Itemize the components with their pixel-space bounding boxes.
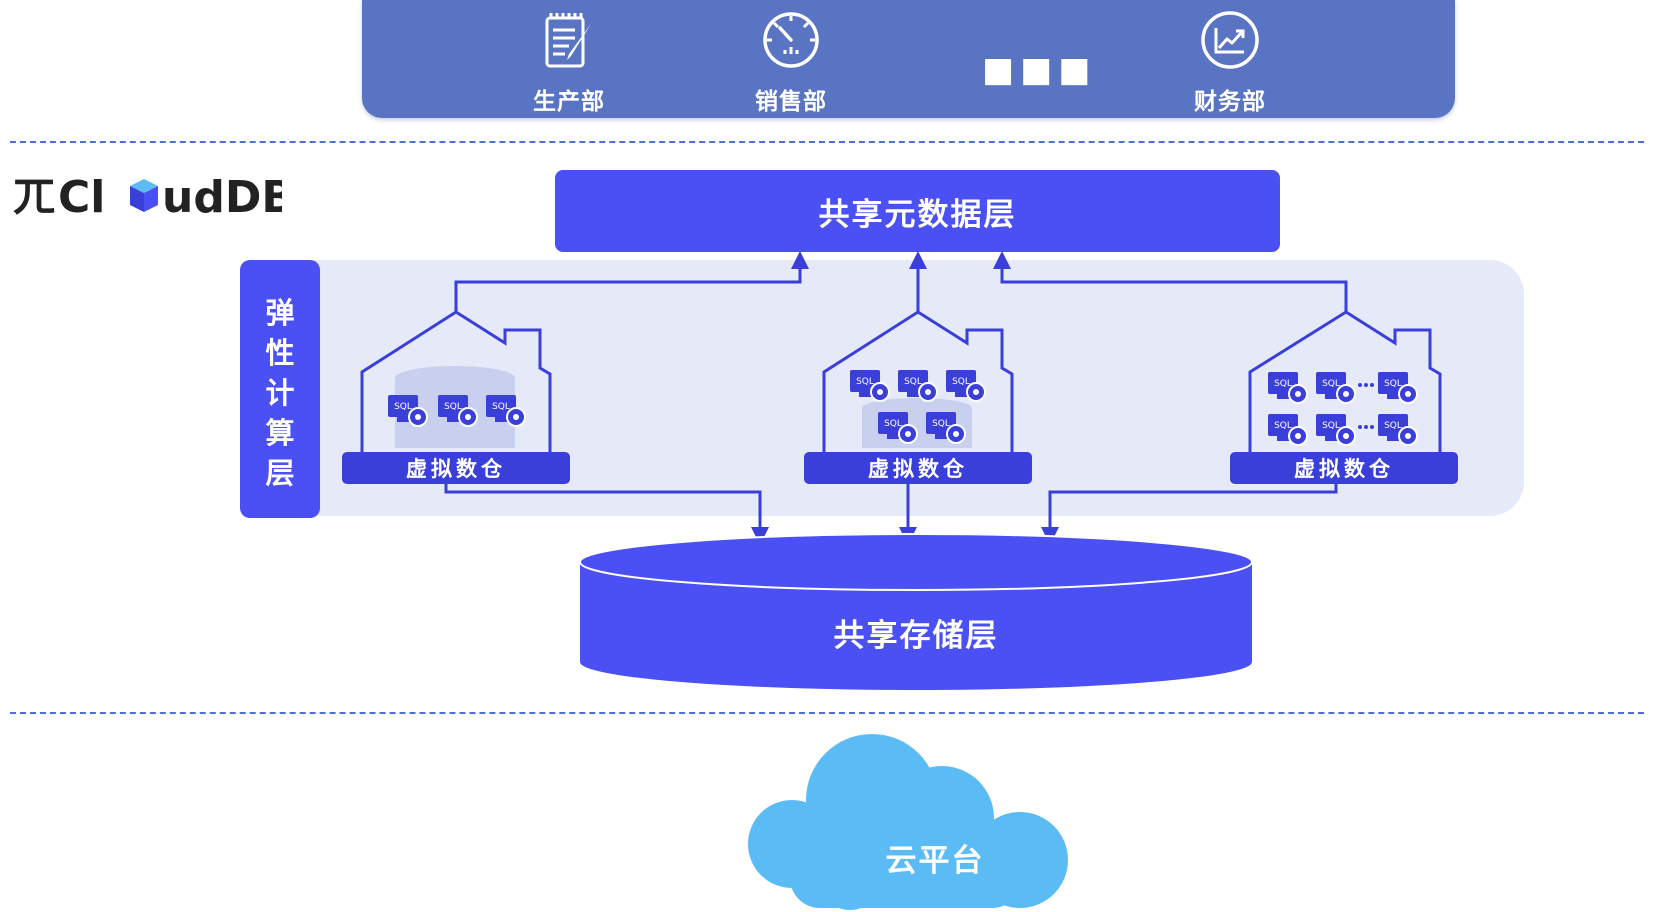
warehouse-1-label: 虚拟数仓 bbox=[342, 452, 570, 484]
notepad-icon bbox=[545, 13, 591, 68]
compute-char: 层 bbox=[265, 456, 295, 490]
warehouse-2-icon bbox=[822, 310, 1014, 452]
logo-text-a: Cl bbox=[58, 172, 105, 220]
warehouse-3-label: 虚拟数仓 bbox=[1230, 452, 1458, 484]
shared-storage-label: 共享存储层 bbox=[833, 618, 999, 654]
metadata-layer-label: 共享元数据层 bbox=[818, 196, 1017, 233]
dept-finance[interactable]: 财务部 bbox=[1170, 8, 1290, 116]
gauge-icon bbox=[763, 12, 819, 68]
compute-char: 性 bbox=[265, 336, 295, 370]
arrow-wh1-to-meta bbox=[454, 251, 809, 312]
dept-production[interactable]: 生产部 bbox=[509, 8, 629, 116]
ellipsis: ■■■ bbox=[982, 50, 1097, 90]
warehouse-1-icon bbox=[360, 310, 552, 452]
logo-text-b: udDB bbox=[162, 172, 282, 220]
dept-label: 生产部 bbox=[533, 89, 605, 115]
cloud-icon bbox=[748, 734, 1068, 910]
compute-char: 算 bbox=[265, 416, 295, 450]
arrow-wh1-to-storage bbox=[444, 484, 769, 545]
elastic-compute-label: 弹 性 计 算 层 bbox=[240, 260, 320, 518]
department-bar: 生产部 销售部 ■■■ 财务部 bbox=[362, 0, 1455, 118]
logo-prefix: ㄫ bbox=[12, 172, 56, 220]
separator-top bbox=[10, 141, 1644, 143]
arrow-wh3-to-meta bbox=[993, 251, 1348, 312]
warehouse-3-icon bbox=[1248, 310, 1442, 452]
cloud-platform-label: 云平台 bbox=[885, 843, 985, 879]
shared-metadata-layer: 共享元数据层 bbox=[555, 170, 1280, 252]
compute-char: 计 bbox=[265, 376, 295, 410]
arrow-wh3-to-storage bbox=[1041, 484, 1338, 545]
dept-sales[interactable]: 销售部 bbox=[731, 8, 851, 116]
cloud-db-logo: ㄫ Cl udDB bbox=[12, 170, 295, 223]
compute-char: 弹 bbox=[265, 296, 295, 330]
dept-label: 财务部 bbox=[1194, 89, 1266, 115]
warehouse-2-label: 虚拟数仓 bbox=[804, 452, 1032, 484]
dept-label: 销售部 bbox=[755, 89, 827, 115]
logo-cube-icon bbox=[130, 179, 158, 212]
growth-chart-icon bbox=[1201, 11, 1259, 69]
separator-bottom bbox=[10, 712, 1644, 714]
storage-cylinder-icon bbox=[579, 533, 1253, 690]
